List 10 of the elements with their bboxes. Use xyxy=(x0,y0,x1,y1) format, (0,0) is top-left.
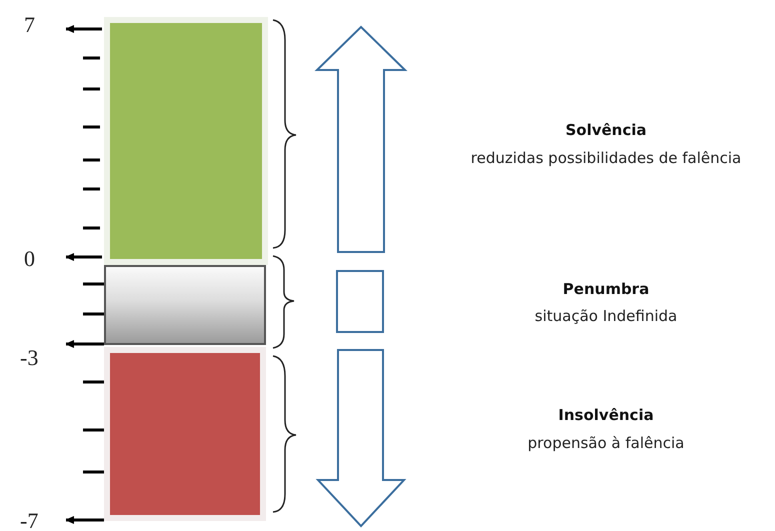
category-heading: Insolvência xyxy=(558,406,654,424)
scale-value: -3 xyxy=(20,345,38,371)
category-description: propensão à falência xyxy=(528,434,684,452)
scale-value: 0 xyxy=(24,246,35,272)
category-heading: Penumbra xyxy=(562,280,650,298)
scale-value: -7 xyxy=(20,508,38,531)
category-description: situação Indefinida xyxy=(534,307,678,325)
scale-value: 7 xyxy=(24,12,35,38)
category-description: reduzidas possibilidades de falência xyxy=(470,149,742,167)
category-heading: Solvência xyxy=(565,121,647,139)
